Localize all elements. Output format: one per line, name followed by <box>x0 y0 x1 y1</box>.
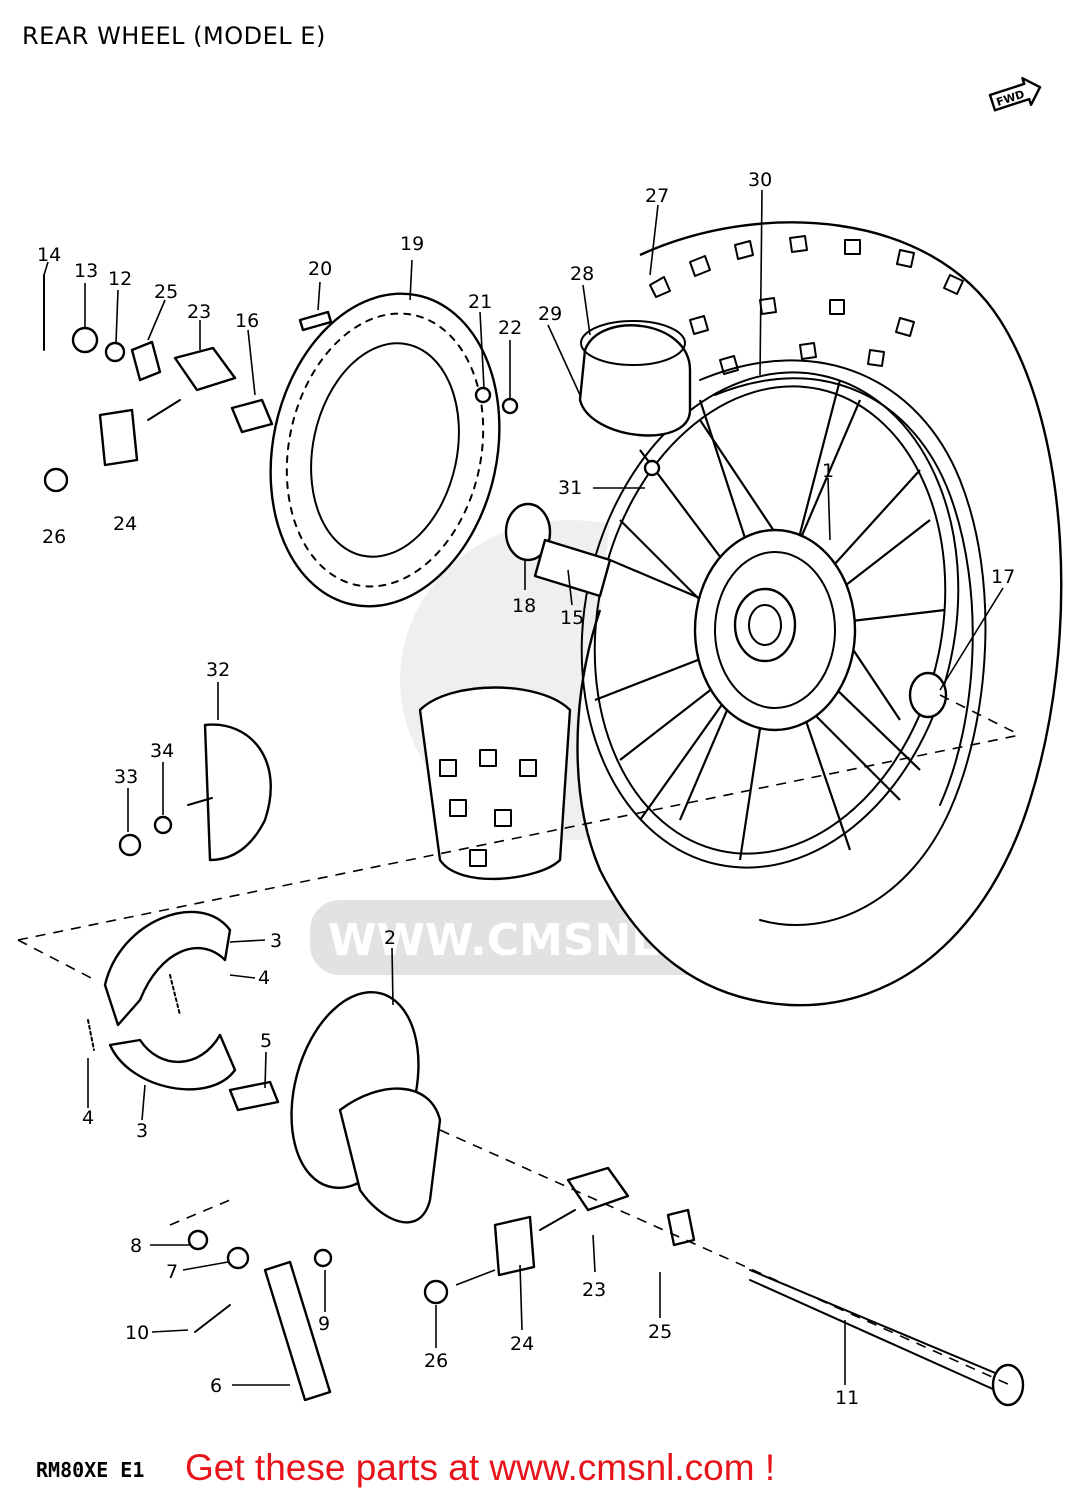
part-label: 13 <box>74 260 98 282</box>
part-labels: 14 13 12 25 23 16 20 19 21 22 26 24 29 2… <box>37 169 1015 1409</box>
part-label: 10 <box>125 1322 149 1344</box>
part-label: 3 <box>270 930 282 952</box>
tyre-section <box>418 686 572 881</box>
sprocket-guard <box>118 723 272 862</box>
part-label: 15 <box>560 607 584 629</box>
rear-sprocket <box>269 292 501 608</box>
part-label: 34 <box>150 740 174 762</box>
part-label: 20 <box>308 258 332 280</box>
part-label: 26 <box>424 1350 448 1372</box>
part-label: 24 <box>510 1333 534 1355</box>
part-label: 28 <box>570 263 594 285</box>
part-label: 8 <box>130 1235 142 1257</box>
part-label: 22 <box>498 317 522 339</box>
diagram-code: RM80XE E1 <box>36 1458 145 1482</box>
part-label: 5 <box>260 1030 272 1052</box>
part-label: 27 <box>645 185 669 207</box>
part-label: 33 <box>114 766 138 788</box>
leader-lines <box>43 189 1004 1386</box>
part-label: 25 <box>154 281 178 303</box>
axle-hardware-left <box>43 274 948 719</box>
part-label: 18 <box>512 595 536 617</box>
brake-shoes <box>87 910 237 1091</box>
part-label: 4 <box>82 1107 94 1129</box>
part-label: 32 <box>206 659 230 681</box>
part-label: 7 <box>166 1261 178 1283</box>
part-label: 25 <box>648 1321 672 1343</box>
part-label: 9 <box>318 1313 330 1335</box>
brake-panel <box>228 990 442 1224</box>
part-label: 12 <box>108 268 132 290</box>
page-title: REAR WHEEL (MODEL E) <box>22 22 326 50</box>
part-label: 14 <box>37 244 61 266</box>
part-label: 24 <box>113 513 137 535</box>
part-label: 2 <box>384 927 396 949</box>
wheel-rim <box>580 371 960 869</box>
part-label: 23 <box>582 1279 606 1301</box>
part-label: 23 <box>187 301 211 323</box>
fwd-arrow-icon: FWD <box>988 76 1042 112</box>
part-label: 16 <box>235 310 259 332</box>
part-label: 4 <box>258 967 270 989</box>
part-label: 3 <box>136 1120 148 1142</box>
part-label: 29 <box>538 303 562 325</box>
part-label: 1 <box>822 460 834 482</box>
part-label: 6 <box>210 1375 222 1397</box>
part-label: 30 <box>748 169 772 191</box>
part-label: 31 <box>558 477 582 499</box>
part-label: 17 <box>991 566 1015 588</box>
part-label: 26 <box>42 526 66 548</box>
part-label: 21 <box>468 291 492 313</box>
inner-tube <box>578 320 692 437</box>
part-label: 19 <box>400 233 424 255</box>
part-label: 11 <box>835 1387 859 1409</box>
assembly-lines <box>17 694 1021 1386</box>
footer-link[interactable]: Get these parts at www.cmsnl.com ! <box>185 1447 776 1488</box>
